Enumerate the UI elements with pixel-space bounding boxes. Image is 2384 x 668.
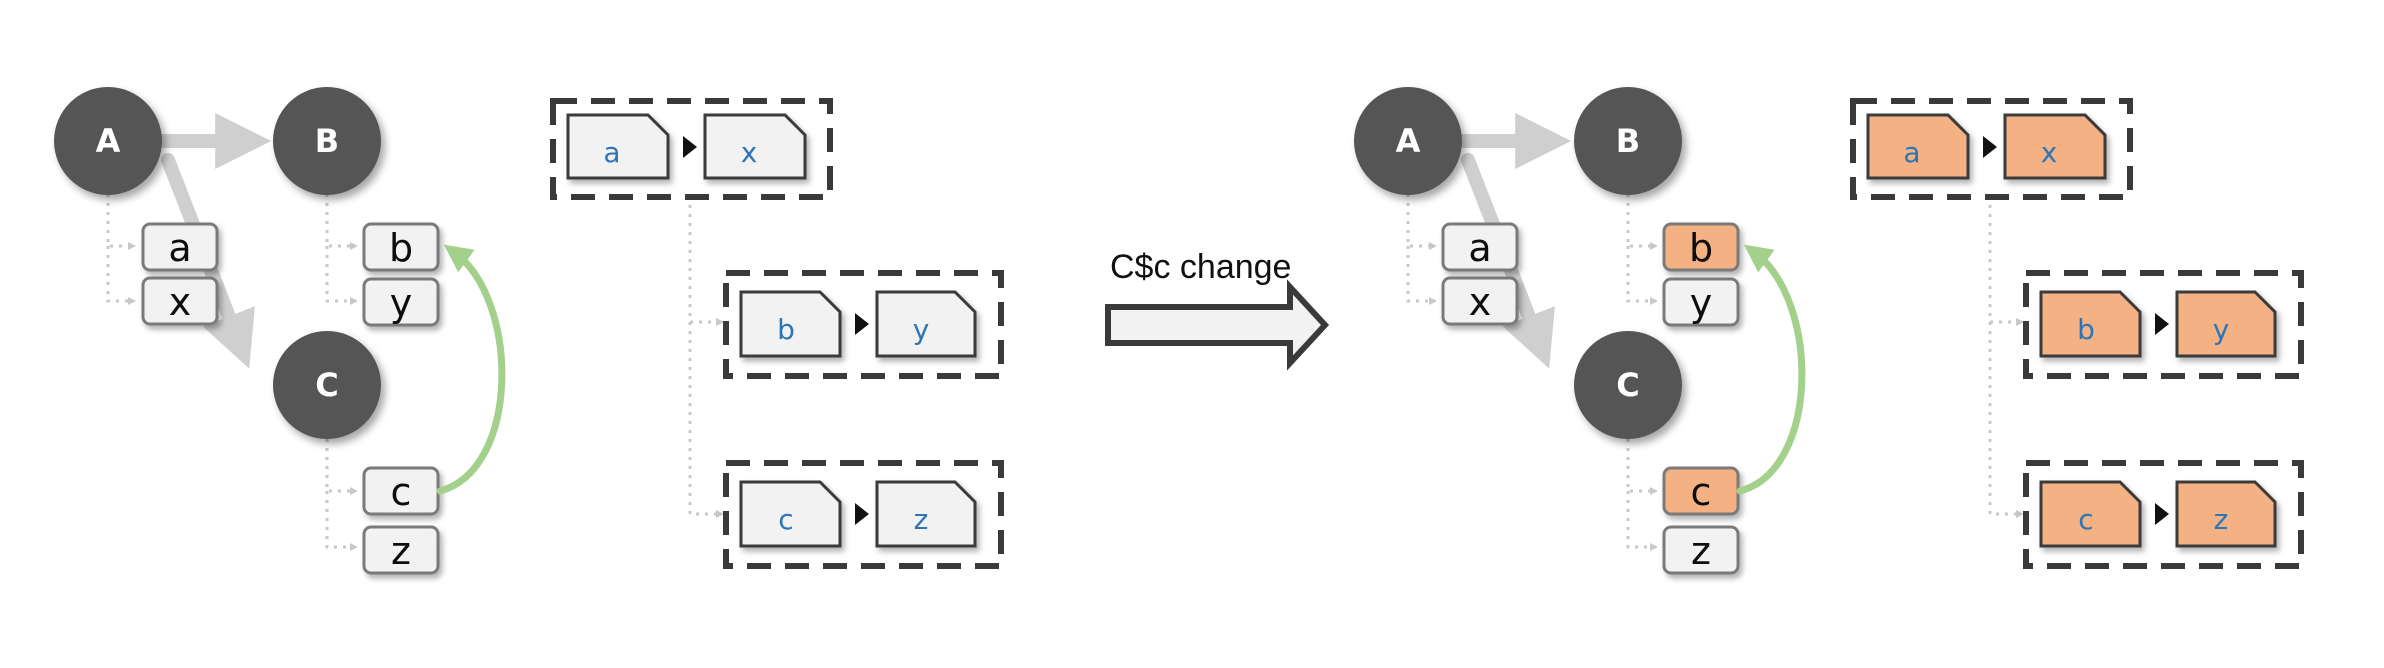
doc-link-arrow [683, 136, 697, 158]
doc-key-card [2039, 480, 2142, 548]
right-doc-connector-2 [1988, 322, 2024, 518]
dependency-c-to-b [1736, 244, 1806, 495]
svg-text:y: y [390, 281, 413, 325]
key-box-c: c [1662, 466, 1740, 516]
left-panel: A B C a x b y c [54, 87, 1004, 575]
doc-value-card [2003, 113, 2107, 180]
svg-text:z: z [391, 529, 411, 573]
node-b: B [1574, 87, 1682, 195]
right-panel: A B C a x b y c [1354, 87, 2304, 575]
svg-text:b: b [777, 313, 795, 346]
right-doc-group-1: a x [1850, 98, 2133, 200]
doc-link-arrow [855, 503, 869, 525]
svg-text:a: a [1903, 136, 1920, 169]
svg-text:x: x [2041, 136, 2058, 169]
svg-text:b: b [2077, 313, 2095, 346]
doc-value-card [875, 480, 977, 548]
left-doc-connector-2 [688, 322, 724, 518]
doc-key-card [739, 480, 842, 548]
doc-key-card [1866, 113, 1970, 180]
svg-text:a: a [603, 136, 620, 169]
right-key-connectors [1406, 185, 1658, 551]
left-doc-group-1: a x [550, 98, 833, 200]
key-box-z: z [362, 525, 440, 575]
key-box-b: b [362, 222, 440, 272]
svg-text:x: x [169, 280, 192, 324]
svg-text:a: a [168, 226, 191, 270]
change-transition: C$c change [1105, 248, 1330, 371]
doc-link-arrow [855, 313, 869, 335]
svg-text:y: y [2213, 313, 2230, 346]
svg-text:B: B [1616, 122, 1640, 160]
doc-key-card [739, 290, 842, 358]
svg-text:C: C [1616, 366, 1639, 404]
svg-text:y: y [1690, 281, 1713, 325]
doc-key-card [566, 113, 670, 180]
right-doc-group-3: c z [2023, 460, 2304, 569]
key-box-a: a [141, 222, 219, 272]
node-c: C [273, 331, 381, 439]
svg-text:C: C [315, 366, 338, 404]
key-box-a: a [1441, 222, 1519, 272]
doc-link-arrow [2155, 313, 2169, 335]
svg-text:b: b [1689, 226, 1713, 270]
svg-text:x: x [1469, 280, 1492, 324]
left-doc-connector [688, 196, 724, 326]
dependency-c-to-b [436, 244, 506, 495]
doc-link-arrow [2155, 503, 2169, 525]
doc-value-card [2175, 480, 2277, 548]
key-box-x: x [141, 276, 219, 326]
node-b: B [273, 87, 381, 195]
doc-value-card [703, 113, 807, 180]
svg-text:c: c [1691, 470, 1712, 514]
svg-text:c: c [2078, 503, 2093, 536]
key-box-b: b [1662, 222, 1740, 272]
right-doc-connector [1988, 196, 2024, 326]
svg-text:b: b [389, 226, 413, 270]
key-box-y: y [362, 277, 440, 327]
key-box-c: c [362, 466, 440, 516]
node-a: A [54, 87, 162, 195]
left-doc-group-2: b y [723, 270, 1004, 379]
left-key-connectors [106, 185, 358, 551]
doc-key-card [2039, 290, 2142, 358]
svg-text:z: z [1691, 529, 1711, 573]
svg-text:z: z [2214, 503, 2229, 536]
left-doc-group-3: c z [723, 460, 1004, 569]
big-right-arrow-icon [1105, 279, 1330, 371]
node-a: A [1354, 87, 1462, 195]
right-doc-group-2: b y [2023, 270, 2304, 379]
svg-text:A: A [96, 122, 121, 160]
svg-text:c: c [778, 503, 793, 536]
svg-text:c: c [391, 470, 412, 514]
change-label: C$c change [1110, 248, 1291, 286]
key-box-x: x [1441, 276, 1519, 326]
svg-text:z: z [914, 503, 929, 536]
svg-text:y: y [913, 313, 930, 346]
svg-text:x: x [741, 136, 758, 169]
key-box-y: y [1662, 277, 1740, 327]
doc-value-card [875, 290, 977, 358]
doc-link-arrow [1983, 136, 1997, 158]
node-c: C [1574, 331, 1682, 439]
svg-text:A: A [1396, 122, 1421, 160]
key-box-z: z [1662, 525, 1740, 575]
svg-text:a: a [1468, 226, 1491, 270]
svg-text:B: B [315, 122, 339, 160]
doc-value-card [2175, 290, 2277, 358]
